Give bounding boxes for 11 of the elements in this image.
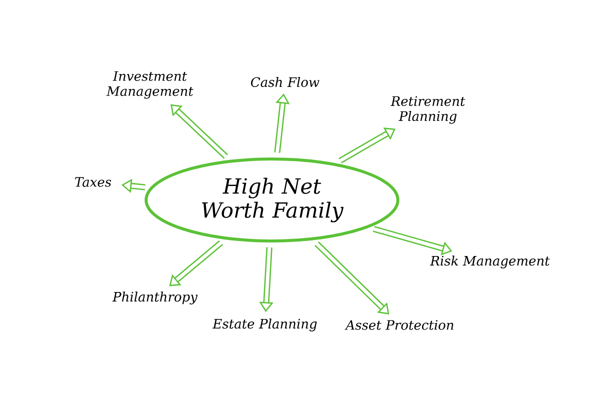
topic-label: Asset Protection — [344, 320, 454, 330]
topic-label: Cash Flow — [251, 76, 320, 88]
arrow — [314, 242, 390, 314]
topic-label: Philanthropy — [112, 292, 198, 304]
topic-label: Estate Planning — [212, 318, 317, 332]
topic-label: Investment Management — [106, 71, 194, 99]
topic-label: Risk Management — [430, 256, 550, 268]
topic-label: Taxes — [75, 177, 112, 187]
arrow — [169, 240, 223, 286]
arrow — [338, 128, 396, 164]
topic-label: Retirement Planning — [390, 96, 466, 124]
